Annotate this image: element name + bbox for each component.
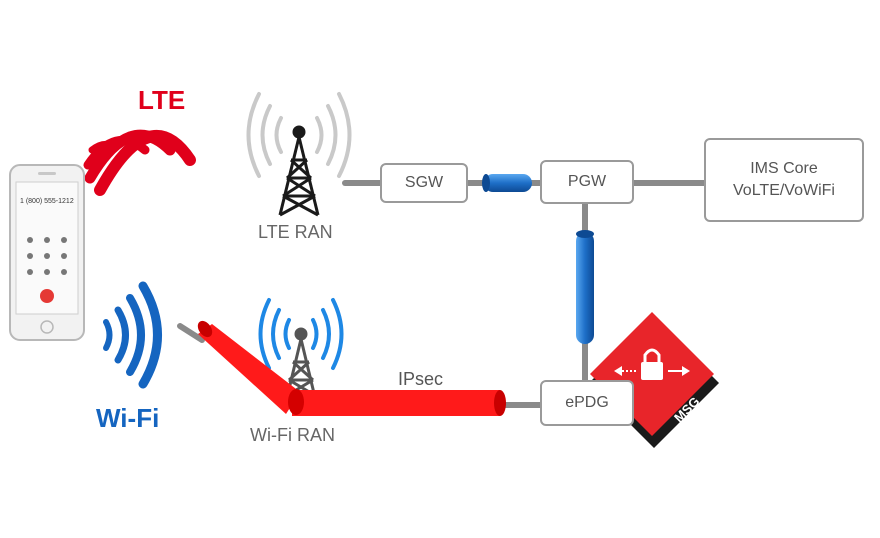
ims-core-node: IMS Core VoLTE/VoWiFi xyxy=(704,138,864,222)
wifi-label: Wi-Fi xyxy=(96,403,160,433)
sgw-node: SGW xyxy=(380,163,468,203)
sgw-pgw-link xyxy=(482,174,532,192)
lte-ran-label: LTE RAN xyxy=(258,222,333,242)
phone-number: 1 (800) 555-1212 xyxy=(20,198,74,205)
ipsec-tunnel xyxy=(197,320,506,416)
sgw-label: SGW xyxy=(404,174,444,191)
pgw-node: PGW xyxy=(540,160,634,204)
epdg-node: ePDG xyxy=(540,380,634,426)
lte-label: LTE xyxy=(138,85,186,115)
epdg-label: ePDG xyxy=(565,394,609,411)
core-links xyxy=(177,180,709,408)
pgw-label: PGW xyxy=(567,173,607,190)
wifi-signal-icon xyxy=(103,281,162,389)
pgw-epdg-link xyxy=(576,230,594,344)
smartphone-icon xyxy=(9,164,85,341)
ims-service-label: VoLTE/VoWiFi xyxy=(733,182,835,199)
lte-tower-icon xyxy=(246,92,352,217)
lte-signal-icon xyxy=(83,129,196,196)
wifi-ran-label: Wi-Fi RAN xyxy=(250,425,335,445)
ipsec-label: IPsec xyxy=(398,369,444,389)
ims-core-label: IMS Core xyxy=(750,160,818,177)
